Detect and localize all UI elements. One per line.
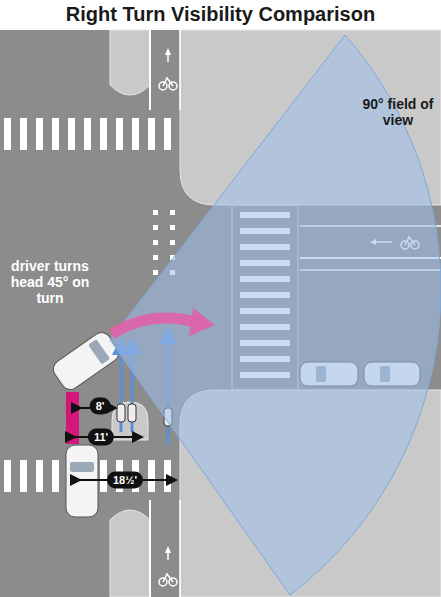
dimension-label: 8' — [90, 398, 111, 415]
dimension-label: 11' — [88, 429, 114, 446]
driver-note: driver turns head 45° on turn — [4, 258, 96, 306]
diagram-title: Right Turn Visibility Comparison — [0, 2, 441, 26]
dimension-label: 18½' — [107, 472, 143, 489]
field-of-view-note: 90° field of view — [362, 96, 434, 128]
